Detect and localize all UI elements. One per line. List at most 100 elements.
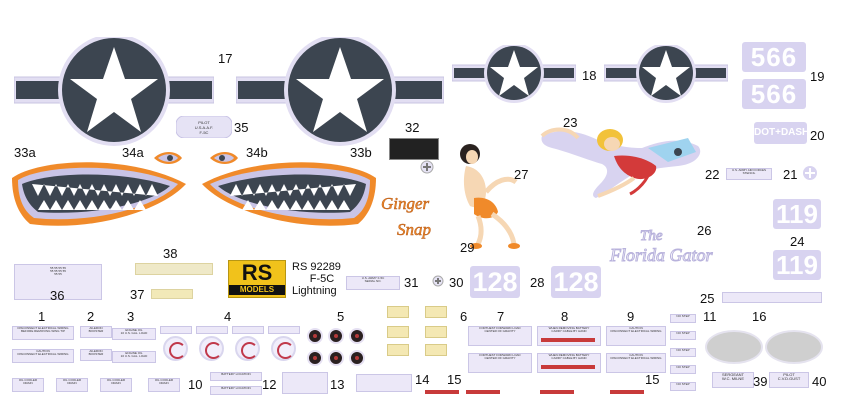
label-32: 32 bbox=[405, 120, 420, 135]
number-128-left-text: 128 bbox=[472, 267, 518, 297]
dial-5 bbox=[328, 350, 344, 366]
label-3: 3 bbox=[127, 309, 135, 324]
svg-text:U.S.A.A.F.: U.S.A.A.F. bbox=[195, 125, 213, 130]
number-119-top-text: 119 bbox=[776, 199, 818, 229]
shark-mouth-33b bbox=[202, 162, 376, 226]
florida-gator-text: Florida Gator bbox=[610, 245, 714, 266]
stencil-strip-25 bbox=[722, 292, 822, 303]
svg-text:F-5C: F-5C bbox=[200, 130, 209, 135]
no-step-2: NO STEP bbox=[670, 331, 696, 340]
national-insignia-18b bbox=[604, 45, 728, 103]
label-35: 35 bbox=[234, 120, 249, 135]
grey-oval-16b bbox=[765, 330, 823, 364]
red-bar-8a bbox=[541, 338, 595, 342]
serial-566-bottom-text: 566 bbox=[750, 79, 798, 109]
label-28: 28 bbox=[530, 275, 545, 290]
stencil-38 bbox=[135, 263, 213, 275]
label-15a: 15 bbox=[447, 372, 462, 387]
label-33a: 33a bbox=[14, 145, 36, 160]
label-5: 5 bbox=[337, 309, 345, 324]
label-36: 36 bbox=[50, 288, 65, 303]
label-8: 8 bbox=[561, 309, 569, 324]
label-25: 25 bbox=[700, 291, 715, 306]
label-33b: 33b bbox=[350, 145, 372, 160]
stencil-6c bbox=[387, 326, 409, 338]
red-strip-15b bbox=[540, 390, 574, 394]
label-1: 1 bbox=[38, 309, 46, 324]
label-37: 37 bbox=[130, 287, 145, 302]
red-bar-8b bbox=[541, 365, 595, 369]
plus-icon bbox=[420, 160, 434, 174]
florida-gator-script: The Florida Gator bbox=[610, 228, 770, 280]
data-plate-32 bbox=[389, 138, 439, 160]
grey-oval-16a bbox=[705, 330, 763, 364]
national-insignia-large bbox=[236, 37, 444, 146]
label-15b: 15 bbox=[645, 372, 660, 387]
stencil-13 bbox=[282, 372, 328, 394]
label-27: 27 bbox=[514, 167, 529, 182]
ginger-snap-script: Ginger Snap bbox=[381, 194, 457, 250]
label-39: 39 bbox=[753, 374, 768, 389]
label-40: 40 bbox=[812, 374, 827, 389]
no-step-4: NO STEP bbox=[670, 365, 696, 374]
serial-566-top: 566 bbox=[742, 42, 806, 72]
kit-code: RS 92289 bbox=[292, 261, 341, 273]
kit-info: RS 92289 F-5C Lightning bbox=[292, 261, 352, 297]
stencil-6b bbox=[425, 306, 447, 318]
dial-6 bbox=[349, 350, 365, 366]
label-21: 21 bbox=[783, 167, 798, 182]
national-insignia-18a bbox=[452, 45, 576, 103]
label-34a: 34a bbox=[122, 145, 144, 160]
no-step-5: NO STEP bbox=[670, 382, 696, 391]
models-label: MODELS bbox=[229, 285, 285, 295]
red-strip-15c bbox=[610, 390, 644, 394]
dial-3 bbox=[349, 328, 365, 344]
ginger-text: Ginger bbox=[381, 194, 430, 214]
pilot-plate-35: PILOT U.S.A.A.F. F-5C bbox=[176, 116, 232, 138]
dot-dash-text: DOT+DASH bbox=[754, 127, 810, 138]
dial-4 bbox=[307, 350, 323, 366]
label-12: 12 bbox=[262, 377, 277, 392]
stencil-4-header-a bbox=[160, 326, 192, 334]
stencil-6a bbox=[387, 306, 409, 318]
shark-mouth-33a bbox=[12, 162, 186, 226]
label-18: 18 bbox=[582, 68, 597, 83]
stencil-6e bbox=[387, 344, 409, 356]
label-30: 30 bbox=[449, 275, 464, 290]
label-24: 24 bbox=[790, 234, 805, 249]
number-128-left: 128 bbox=[470, 266, 520, 298]
no-step-1: NO STEP bbox=[670, 314, 696, 323]
red-strip-14 bbox=[425, 390, 459, 394]
label-7: 7 bbox=[497, 309, 505, 324]
plus-icon-30 bbox=[432, 275, 444, 287]
battery-location-2: BATTERY LOCATION bbox=[210, 386, 262, 395]
rs-models-logo: RS MODELS bbox=[228, 260, 286, 298]
plus-roundel-icon bbox=[803, 166, 817, 180]
gauge-3 bbox=[235, 336, 260, 361]
label-34b: 34b bbox=[246, 145, 268, 160]
label-11: 11 bbox=[703, 309, 717, 324]
label-19: 19 bbox=[810, 69, 825, 84]
snap-text: Snap bbox=[397, 220, 432, 240]
label-9: 9 bbox=[627, 309, 635, 324]
stencil-4-header-b bbox=[196, 326, 228, 334]
label-22: 22 bbox=[705, 167, 720, 182]
label-20: 20 bbox=[810, 128, 825, 143]
label-23: 23 bbox=[563, 115, 578, 130]
